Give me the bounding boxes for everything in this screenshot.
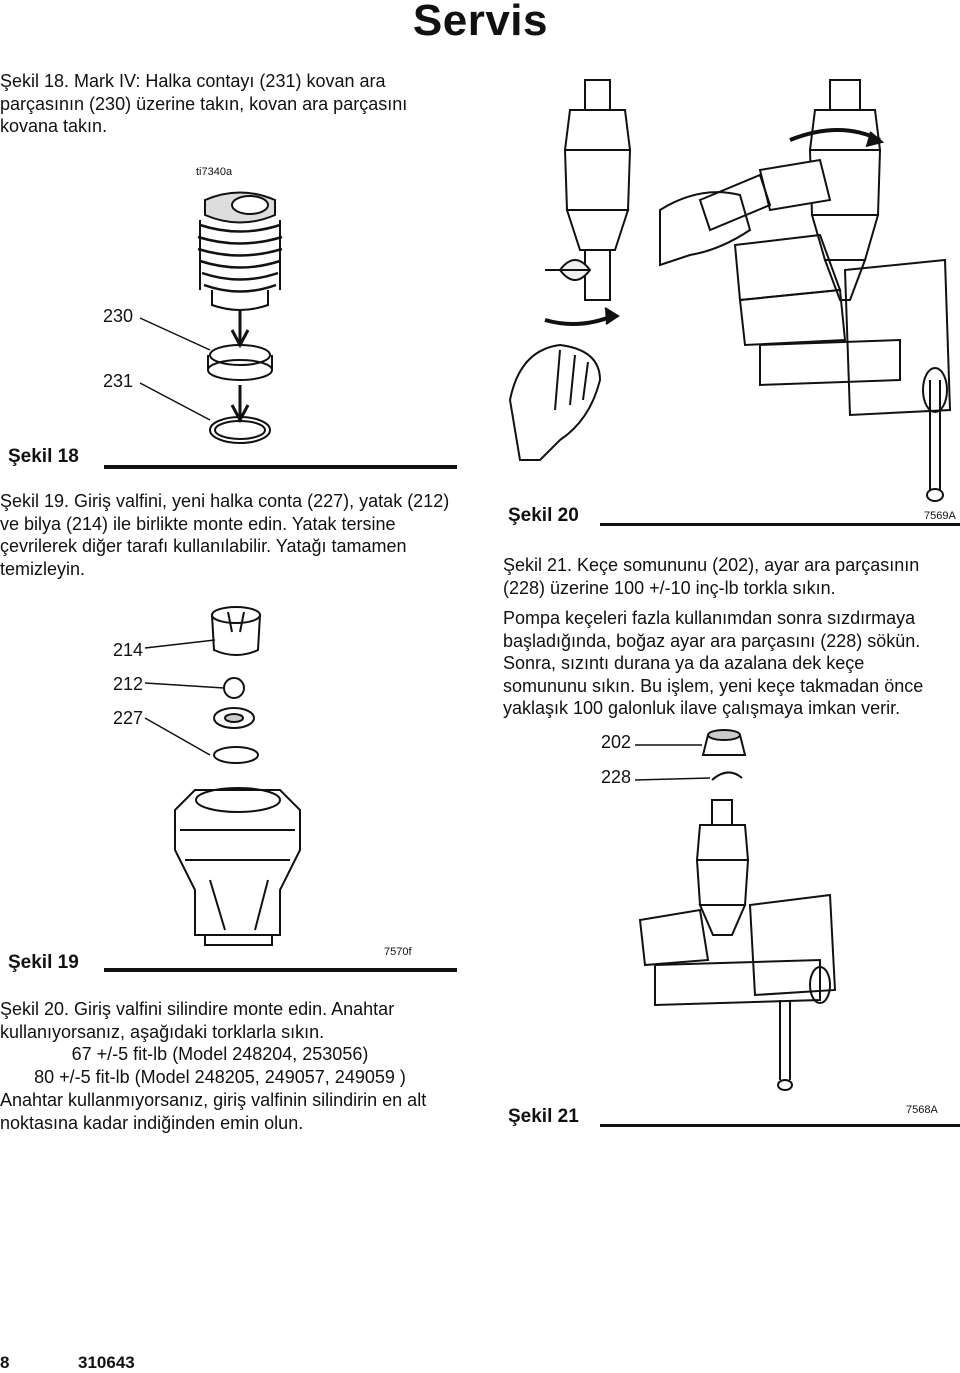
section21-paragraph-2: Pompa keçeleri fazla kullanımdan sonra s… [503,608,924,718]
figure21-caption: Şekil 21 [508,1106,579,1127]
hand-right [659,191,752,267]
callout-227: 227 [113,708,144,728]
figure21-code: 7568A [906,1104,938,1116]
torque-spec-2: 80 +/-5 fit-lb (Model 248205, 249057, 24… [34,1067,406,1087]
callout-230: 230 [103,306,134,326]
torque-spec-1: 67 +/-5 fit-lb (Model 248204, 253056) [71,1044,369,1064]
callout-228: 228 [601,767,632,787]
page-title: Servis [412,0,548,45]
pump-cylinder-assembly [545,79,632,301]
seat-227 [213,707,255,729]
pump-in-vise-fig21 [638,799,837,1091]
ball-212 [223,677,245,699]
inlet-valve-housing [174,787,301,946]
document-number: 310643 [78,1353,135,1372]
section20-paragraph-2: Anahtar kullanmıyorsanız, giriş valfinin… [0,1090,427,1133]
callout-202: 202 [601,732,632,752]
callout-231: 231 [103,371,134,391]
hand-left [508,343,602,461]
callout-212: 212 [113,674,144,694]
ball-guide-214 [210,606,262,656]
callout-214: 214 [113,640,144,660]
figure20-code: 7569A [924,510,956,522]
section18-paragraph: Şekil 18. Mark IV: Halka contayı (231) k… [0,71,408,136]
section19-paragraph: Şekil 19. Giriş valfini, yeni halka cont… [0,491,450,579]
o-ring-230 [207,344,273,381]
spacer-228 [711,771,743,781]
figure19-caption: Şekil 19 [8,952,79,973]
page-number: 8 [0,1353,10,1372]
o-ring-231 [209,416,271,444]
packing-nut-202 [701,729,747,756]
bench-vise-fig20 [733,233,952,502]
sleeve-spacer-part [197,191,283,349]
figure21-rule [600,1124,960,1127]
figure18-rule [104,465,457,469]
section20-paragraph: Şekil 20. Giriş valfini silindire monte … [0,999,395,1042]
figure19-rule [104,968,457,972]
wrench [698,158,832,232]
section21-paragraph-1: Şekil 21. Keçe somununu (202), ayar ara … [503,555,920,598]
o-ring-227 [213,746,259,764]
figure20-rule [600,523,960,526]
figure19-code: 7570f [384,946,412,958]
figure18-caption: Şekil 18 [8,446,79,467]
figure18-code: ti7340a [196,166,233,178]
figure20-caption: Şekil 20 [508,505,579,526]
